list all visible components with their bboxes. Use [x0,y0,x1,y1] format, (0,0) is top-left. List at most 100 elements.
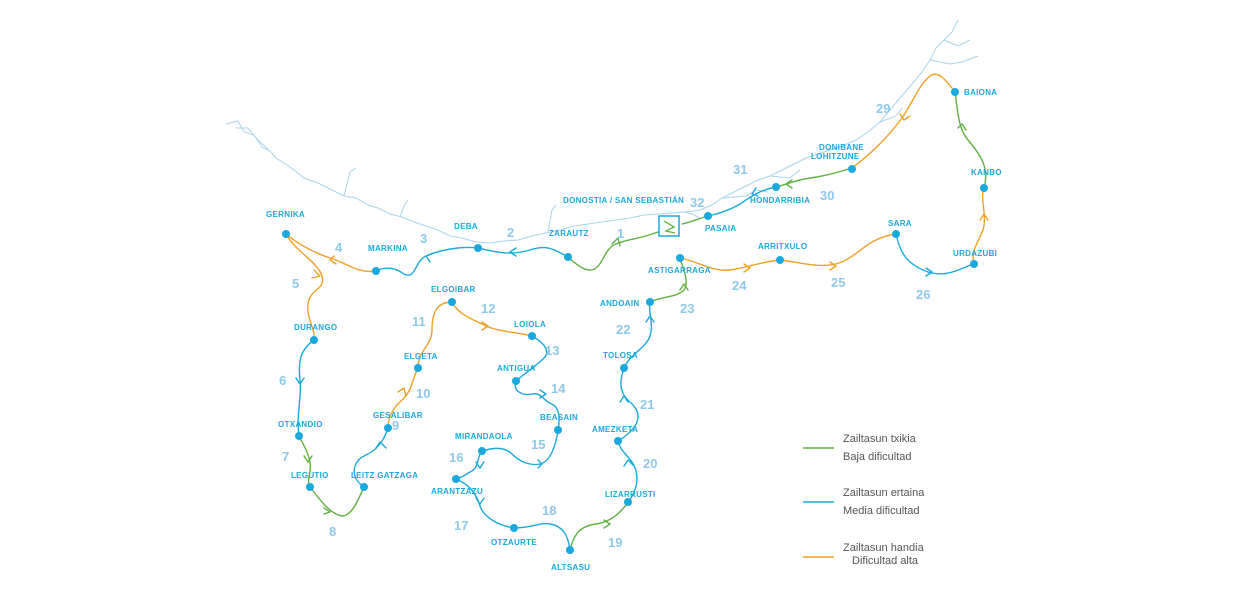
stage-8-route [309,486,365,517]
town-dot-kanbo[interactable] [980,184,988,192]
town-dot-andoain[interactable] [646,298,654,306]
arrow-stage-8 [323,507,331,515]
town-label-lizarrusti: LIZARRUSTI [605,490,656,499]
town-dot-elgeta[interactable] [414,364,422,372]
stage-number-6: 6 [279,373,286,388]
town-dot-astigarraga[interactable] [676,254,684,262]
coastline-rivers [225,19,979,244]
stage-number-26: 26 [916,287,930,302]
legend-medium-eu: Zailtasun ertaina [843,487,925,499]
stage-number-2: 2 [507,225,514,240]
stage-number-32: 32 [690,195,704,210]
town-dot-markina[interactable] [372,267,380,275]
town-label-gernika: GERNIKA [266,210,305,219]
stage-9-route [353,427,389,488]
stage-11-route [417,301,453,369]
town-dot-elgoibar[interactable] [448,298,456,306]
stage-number-5: 5 [292,276,299,291]
stage-22-route [623,301,653,369]
town-label-donostia: DONOSTIA / SAN SEBASTIÁN [563,196,684,205]
stage-27-route [972,187,986,265]
town-dot-sara[interactable] [892,230,900,238]
town-dot-urdazubi[interactable] [970,260,978,268]
town-label-arantzazu: ARANTZAZU [431,487,483,496]
arrow-stage-27 [979,213,989,221]
town-dot-loiola[interactable] [528,332,536,340]
town-label-otxandio: OTXANDIO [278,420,323,429]
town-label-deba: DEBA [454,222,478,231]
stage-32-route [681,215,709,225]
arrow-stage-15 [537,459,543,469]
stage-number-13: 13 [545,343,559,358]
stage-number-16: 16 [449,450,463,465]
stage-number-9: 9 [392,418,399,433]
town-label-arritxulo: ARRITXULO [758,242,807,251]
stage-21-route [617,367,639,442]
stage-number-8: 8 [329,524,336,539]
stage-24-route [679,257,781,271]
town-dot-gernika[interactable] [282,230,290,238]
stage-3-route [375,246,479,276]
stage-number-24: 24 [732,278,747,293]
town-dot-legutio[interactable] [306,483,314,491]
stage-6-route [297,339,315,437]
town-label-antigua: ANTIGUA [497,364,536,373]
stage-number-23: 23 [680,301,694,316]
town-label-elgoibar: ELGOIBAR [431,285,476,294]
town-dot-beasain[interactable] [554,426,562,434]
town-label-astigarraga: ASTIGARRAGA [648,266,711,275]
town-dot-otzaurte[interactable] [510,524,518,532]
stage-18-route [513,522,571,551]
arrow-stage-31 [751,187,759,197]
town-dot-otxandio[interactable] [295,432,303,440]
stage-number-25: 25 [831,275,845,290]
town-dot-hondarribia[interactable] [772,183,780,191]
arrow-stage-28 [957,123,967,131]
stage-2-route [477,246,569,258]
town-dot-deba[interactable] [474,244,482,252]
stage-20-route [617,440,638,503]
arrow-stage-4 [329,255,337,265]
legend-easy-eu: Zailtasun txikia [843,433,917,445]
town-dot-arantzazu[interactable] [452,475,460,483]
stage-4-route [285,233,377,273]
stage-1-route [567,227,669,271]
arrow-stage-25 [829,261,837,271]
arrow-stage-9 [375,441,387,449]
town-dot-tolosa[interactable] [620,364,628,372]
arrow-stage-6 [295,377,305,385]
arrow-stage-17 [475,497,485,505]
town-dot-zarautz[interactable] [564,253,572,261]
town-label-sara: SARA [888,219,912,228]
town-dot-gesalibar[interactable] [384,424,392,432]
arrow-stage-2 [509,247,517,257]
town-dot-antigua[interactable] [512,377,520,385]
town-dot-durango[interactable] [310,336,318,344]
town-label-loiola: LOIOLA [514,320,546,329]
stage-number-20: 20 [643,456,657,471]
legend-hard-eu: Zailtasun handia [843,542,925,554]
direction-arrows [295,113,989,529]
town-dot-leitz-gatzaga[interactable] [360,483,368,491]
town-dot-baiona[interactable] [951,88,959,96]
arrow-stage-10 [397,387,407,397]
town-label-pasaia: PASAIA [705,224,736,233]
stage-26-route [895,233,975,275]
town-label-legutio: LEGUTIO [291,471,329,480]
town-dot-arritxulo[interactable] [776,256,784,264]
town-label-durango: DURANGO [294,323,337,332]
town-dot-lizarrusti[interactable] [624,498,632,506]
town-dot-altsasu[interactable] [566,546,574,554]
town-dot-donibane[interactable] [848,165,856,173]
town-labels: GERNIKA MARKINA DEBA ZARAUTZ DONOSTIA / … [266,88,1002,572]
start-marker [658,215,680,237]
town-dot-amezketa[interactable] [614,437,622,445]
stage-10-route [387,367,419,429]
stage-15-route [481,429,559,466]
stage-number-14: 14 [551,381,566,396]
town-label-hondarribia: HONDARRIBIA [750,196,810,205]
town-dot-pasaia[interactable] [704,212,712,220]
town-dot-mirandaola[interactable] [478,447,486,455]
town-label-tolosa: TOLOSA [603,351,638,360]
stage-numbers: 1 2 3 4 5 6 7 8 9 10 11 12 13 14 15 16 1… [279,101,930,550]
